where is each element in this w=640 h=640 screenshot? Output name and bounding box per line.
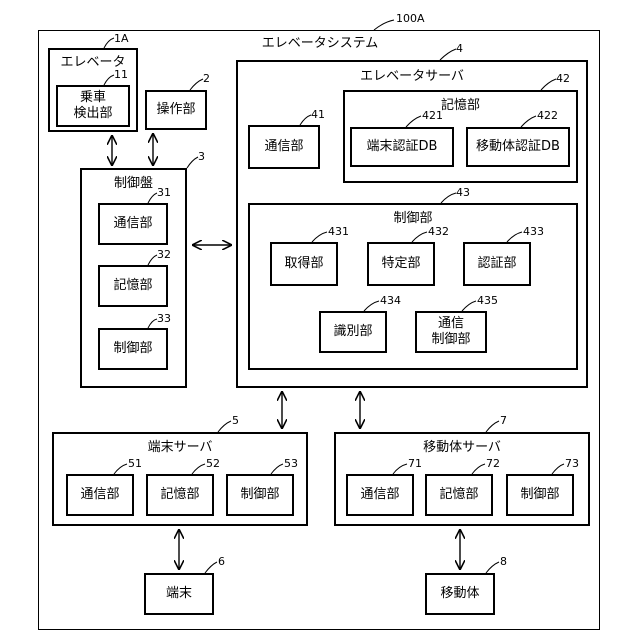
terminal-server-ref: 5 — [232, 414, 239, 427]
ms-comm-ref: 71 — [408, 457, 422, 470]
cp-storage-label: 記憶部 — [113, 278, 152, 294]
comm-control-box: 通信 制御部 — [415, 311, 487, 353]
acquisition-box: 取得部 — [270, 242, 338, 286]
mobile-box: 移動体 — [425, 573, 495, 615]
cp-storage-ref: 32 — [157, 248, 171, 261]
acquisition-ref: 431 — [328, 225, 349, 238]
ms-storage-ref: 72 — [486, 457, 500, 470]
mobile-ref: 8 — [500, 555, 507, 568]
es-storage-ref: 42 — [556, 72, 570, 85]
cp-control-box: 制御部 — [98, 328, 168, 370]
es-comm-box: 通信部 — [248, 125, 320, 169]
boarding-detector-box: 乗車 検出部 — [56, 85, 130, 127]
boarding-detector-line2: 検出部 — [73, 106, 112, 122]
ts-control-ref: 53 — [284, 457, 298, 470]
discrimination-ref: 434 — [380, 294, 401, 307]
mobile-server-ref: 7 — [500, 414, 507, 427]
terminal-ref: 6 — [218, 555, 225, 568]
ms-control-ref: 73 — [565, 457, 579, 470]
es-control-ref: 43 — [456, 186, 470, 199]
ts-control-box: 制御部 — [226, 474, 294, 516]
ts-storage-label: 記憶部 — [160, 487, 199, 503]
cp-storage-box: 記憶部 — [98, 265, 168, 307]
ts-control-label: 制御部 — [240, 487, 279, 503]
system-ref: 100A — [396, 12, 425, 25]
discrimination-box: 識別部 — [319, 311, 387, 353]
cp-control-ref: 33 — [157, 312, 171, 325]
comm-control-line1: 通信 — [438, 316, 464, 332]
authentication-box: 認証部 — [463, 242, 531, 286]
terminal-auth-db-label: 端末認証DB — [367, 139, 438, 155]
identify-spec-box: 特定部 — [367, 242, 435, 286]
ms-control-box: 制御部 — [506, 474, 574, 516]
cp-comm-ref: 31 — [157, 186, 171, 199]
identify-spec-label: 特定部 — [381, 256, 420, 272]
ms-storage-box: 記憶部 — [425, 474, 493, 516]
mobile-label: 移動体 — [440, 586, 479, 602]
terminal-label: 端末 — [166, 586, 192, 602]
mobile-auth-db-ref: 422 — [537, 109, 558, 122]
ms-comm-box: 通信部 — [346, 474, 414, 516]
terminal-box: 端末 — [144, 573, 214, 615]
elevator-ref: 1A — [114, 32, 129, 45]
cp-comm-box: 通信部 — [98, 203, 168, 245]
authentication-ref: 433 — [523, 225, 544, 238]
ts-storage-ref: 52 — [206, 457, 220, 470]
control-panel-ref: 3 — [198, 150, 205, 163]
ts-comm-label: 通信部 — [80, 487, 119, 503]
ts-comm-ref: 51 — [128, 457, 142, 470]
cp-control-label: 制御部 — [113, 341, 152, 357]
elevator-server-title: エレベータサーバ — [236, 65, 588, 84]
ts-storage-box: 記憶部 — [146, 474, 214, 516]
ts-comm-box: 通信部 — [66, 474, 134, 516]
operation-ref: 2 — [203, 72, 210, 85]
comm-control-line2: 制御部 — [431, 332, 470, 348]
elevator-server-ref: 4 — [456, 42, 463, 55]
terminal-server-title: 端末サーバ — [52, 436, 308, 455]
es-control-title: 制御部 — [248, 207, 578, 226]
operation-box: 操作部 — [145, 90, 207, 130]
mobile-auth-db-box: 移動体認証DB — [466, 127, 570, 167]
ms-control-label: 制御部 — [520, 487, 559, 503]
terminal-auth-db-box: 端末認証DB — [350, 127, 454, 167]
authentication-label: 認証部 — [477, 256, 516, 272]
leader-100a — [374, 20, 394, 30]
es-comm-ref: 41 — [311, 108, 325, 121]
terminal-auth-db-ref: 421 — [422, 109, 443, 122]
es-comm-label: 通信部 — [264, 139, 303, 155]
ms-storage-label: 記憶部 — [439, 487, 478, 503]
discrimination-label: 識別部 — [333, 324, 372, 340]
operation-label: 操作部 — [156, 102, 195, 118]
ms-comm-label: 通信部 — [360, 487, 399, 503]
acquisition-label: 取得部 — [284, 256, 323, 272]
mobile-auth-db-label: 移動体認証DB — [476, 139, 560, 155]
comm-control-ref: 435 — [477, 294, 498, 307]
cp-comm-label: 通信部 — [113, 216, 152, 232]
boarding-detector-line1: 乗車 — [80, 90, 106, 106]
mobile-server-title: 移動体サーバ — [334, 436, 590, 455]
identify-spec-ref: 432 — [428, 225, 449, 238]
boarding-detector-ref: 11 — [114, 68, 128, 81]
